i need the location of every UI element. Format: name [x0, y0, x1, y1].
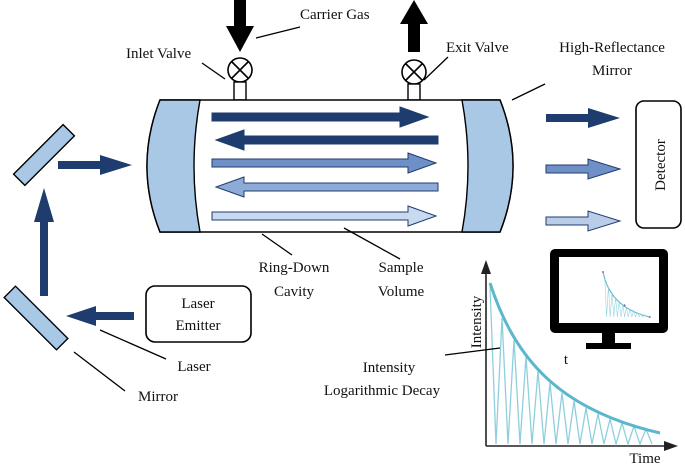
ring-down-label-2: Cavity [274, 284, 314, 300]
beam-arrow-4 [214, 176, 439, 198]
bottom-mirror [3, 285, 69, 351]
decay-chart: Intensity Time t [469, 260, 678, 467]
output-arrow-3 [545, 210, 622, 232]
exit-valve-label: Exit Valve [446, 40, 509, 56]
detector[interactable]: Detector [635, 100, 682, 229]
y-axis-label: Intensity [469, 295, 485, 348]
mirror-label: Mirror [138, 389, 178, 405]
sample-volume-label-1: Sample [379, 260, 424, 276]
laser-arrow-to-cavity [58, 155, 132, 175]
beam-arrow-1 [211, 106, 430, 128]
carrier-gas-in-arrow [226, 0, 254, 52]
laser-emitter[interactable]: Laser Emitter [145, 285, 252, 343]
left-mirror [146, 99, 201, 233]
monitor-icon [550, 249, 668, 349]
laser-arrow-from-emitter [66, 306, 134, 326]
monitor-screen-decay [602, 271, 651, 318]
laser-label: Laser [177, 359, 210, 375]
inlet-valve-label: Inlet Valve [126, 46, 191, 62]
laser-emitter-label-2: Emitter [176, 318, 221, 334]
carrier-gas-label: Carrier Gas [300, 7, 370, 23]
decay-label-2: Logarithmic Decay [324, 383, 441, 399]
beam-arrow-3 [211, 152, 438, 174]
laser-path [34, 155, 134, 326]
top-mirror [12, 123, 76, 187]
sample-volume-label-2: Volume [378, 284, 425, 300]
decay-teeth [489, 285, 653, 447]
ring-down-label-1: Ring-Down [259, 260, 330, 276]
output-arrows [545, 108, 622, 232]
exit-valve-icon[interactable] [401, 59, 427, 101]
inlet-valve-icon[interactable] [227, 57, 253, 101]
right-mirror [461, 99, 514, 233]
high-reflectance-mirror-label-2: Mirror [592, 63, 632, 79]
t-label: t [564, 352, 569, 368]
leader-lines [73, 26, 546, 392]
laser-arrow-up [34, 188, 54, 296]
decay-curve [488, 282, 661, 435]
beam-arrows [211, 106, 439, 227]
carrier-gas-out-arrow [400, 0, 428, 52]
laser-emitter-label-1: Laser [181, 296, 214, 312]
high-reflectance-mirror-label-1: High-Reflectance [559, 40, 665, 56]
output-arrow-2 [545, 158, 622, 180]
output-arrow-1 [546, 108, 620, 128]
detector-label: Detector [653, 139, 669, 191]
x-axis-label: Time [629, 451, 660, 467]
decay-label-1: Intensity [363, 360, 416, 376]
beam-arrow-5 [211, 205, 438, 227]
beam-arrow-2 [214, 129, 439, 151]
